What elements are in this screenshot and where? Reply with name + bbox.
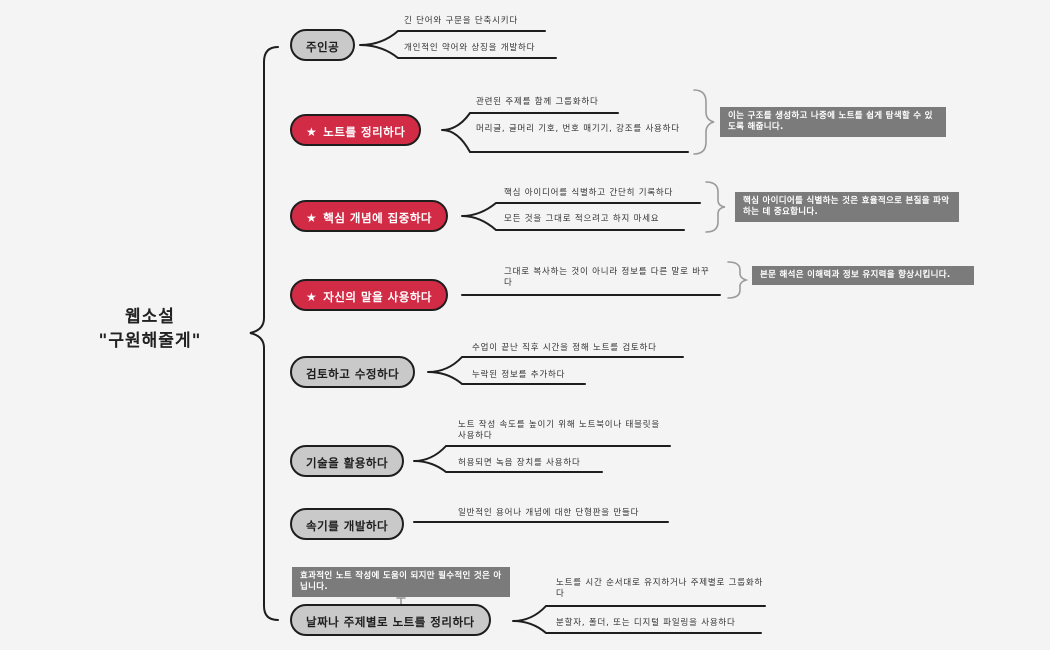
note-brace-8 xyxy=(396,597,406,605)
branch-8-connector xyxy=(512,605,766,634)
branch-label: 날짜나 주제별로 노트를 정리하다 xyxy=(306,615,475,629)
leaf-text: 긴 단어와 구문을 단축시키다 xyxy=(404,16,518,26)
branch-node-6[interactable]: 기술을 활용하다 xyxy=(290,445,405,477)
branch-node-3[interactable]: ★ 핵심 개념에 집중하다 xyxy=(290,200,448,232)
branch-node-4[interactable]: ★ 자신의 말을 사용하다 xyxy=(290,279,448,311)
branch-node-7[interactable]: 속기를 개발하다 xyxy=(290,508,405,540)
leaf-text: 누락된 정보를 추가하다 xyxy=(472,370,566,380)
note-callout-4: 본문 해석은 이해력과 정보 유지력을 향상시킵니다. xyxy=(752,266,974,285)
leaf-text: 노트를 시간 순서대로 유지하거나 주제별로 그룹화하다 xyxy=(556,578,764,599)
leaf-text: 허용되면 녹음 장치를 사용하다 xyxy=(458,458,581,468)
note-brace-4 xyxy=(727,261,749,299)
leaf-text: 그대로 복사하는 것이 아니라 정보를 다른 말로 바꾸다 xyxy=(504,267,710,288)
branch-label: 기술을 활용하다 xyxy=(306,456,389,470)
leaf-text: 개인적인 약어와 상징을 개발하다 xyxy=(404,43,536,53)
leaf-text: 관련된 주제를 함께 그룹화하다 xyxy=(476,97,599,107)
star-icon: ★ xyxy=(306,211,318,225)
leaf-text: 수업이 끝난 직후 시간을 정해 노트를 검토하다 xyxy=(472,343,657,353)
branch-2-connector xyxy=(441,112,689,153)
star-icon: ★ xyxy=(306,290,318,304)
root-title-line2: "구원해줄게" xyxy=(98,331,202,351)
branch-node-8[interactable]: 날짜나 주제별로 노트를 정리하다 xyxy=(290,604,491,636)
branch-node-5[interactable]: 검토하고 수정하다 xyxy=(290,356,416,388)
leaf-text: 핵심 아이디어를 식별하고 간단히 기록하다 xyxy=(504,188,674,198)
leaf-text: 모든 것을 그대로 적으려고 하지 마세요 xyxy=(504,214,660,224)
note-brace-3 xyxy=(705,181,726,233)
branch-label: 검토하고 수정하다 xyxy=(306,367,400,381)
leaf-text: 머리글, 글머리 기호, 번호 매기기, 강조를 사용하다 xyxy=(476,124,680,134)
branch-label: 노트를 정리하다 xyxy=(323,125,406,139)
branch-label: 자신의 말을 사용하다 xyxy=(323,290,432,304)
branch-1-connector xyxy=(359,30,557,59)
branch-node-1[interactable]: 주인공 xyxy=(290,29,356,61)
branch-5-connector xyxy=(427,356,684,385)
root-title-line1: 웹소설 xyxy=(125,307,175,327)
star-icon: ★ xyxy=(306,125,318,139)
branch-6-connector xyxy=(413,445,671,473)
branch-label: 핵심 개념에 집중하다 xyxy=(323,211,432,225)
note-callout-8: 효과적인 노트 작성에 도움이 되지만 필수적인 것은 아닙니다. xyxy=(292,567,510,597)
leaf-text: 노트 작성 속도를 높이기 위해 노트북이나 태블릿을 사용하다 xyxy=(458,420,661,441)
leaf-text: 일반적인 용어나 개념에 대한 단형판을 만들다 xyxy=(458,508,640,518)
note-callout-2: 이는 구조를 생성하고 나중에 노트를 쉽게 탐색할 수 있도록 해줍니다. xyxy=(720,107,946,137)
branch-3-connector xyxy=(461,202,701,231)
branch-node-2[interactable]: ★ 노트를 정리하다 xyxy=(290,114,422,146)
note-callout-3: 핵심 아이디어를 식별하는 것은 효율적으로 본질을 파악하는 데 중요합니다. xyxy=(735,192,959,222)
root-topic: 웹소설 "구원해줄게" xyxy=(70,305,230,353)
branch-label: 주인공 xyxy=(306,40,340,54)
branch-label: 속기를 개발하다 xyxy=(306,519,389,533)
note-brace-2 xyxy=(693,89,715,155)
leaf-text: 분할자, 폴더, 또는 디지털 파일링을 사용하다 xyxy=(556,618,736,628)
root-brace xyxy=(249,46,279,621)
